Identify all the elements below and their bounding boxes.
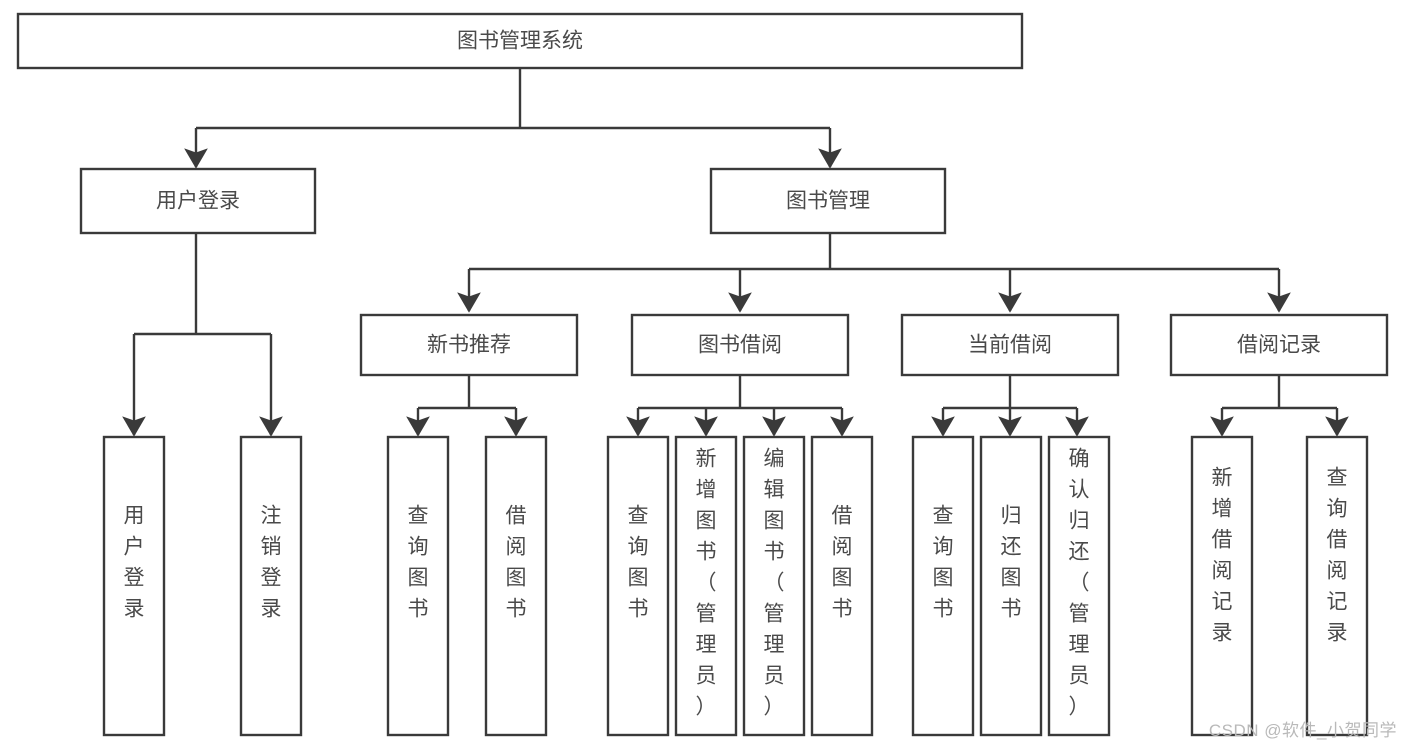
leaf-new-book-2-label: 借阅图书 [506,505,527,621]
leaf-new-book-1-label: 查询图书 [408,505,429,621]
leaf-new-book-1[interactable]: 查询图书 [386,435,450,737]
leaf-current-borrow-2-label: 归还图书 [1001,505,1022,621]
leaf-current-borrow-1[interactable]: 查询图书 [911,435,975,737]
leaf-user-login-2[interactable]: 注销登录 [239,435,303,737]
leaf-current-borrow-3-label: 确认归还（管理员） [1069,448,1090,719]
leaf-user-login-2-label: 注销登录 [261,505,282,621]
leaf-current-borrow-1-label: 查询图书 [933,505,954,621]
node-user-login-label: 用户登录 [156,190,240,213]
leaf-borrow-record-2[interactable]: 查询借阅记录 [1305,435,1369,737]
leaf-book-borrow-3[interactable]: 编辑图书（管理员） [742,435,806,737]
watermark: CSDN @软件_小贺同学 [1208,721,1397,740]
leaf-borrow-record-1-label: 新增借阅记录 [1212,467,1233,645]
node-book-manage-label: 图书管理 [786,190,870,213]
leaf-book-borrow-3-label: 编辑图书（管理员） [764,448,785,719]
leaf-user-login-1[interactable]: 用户登录 [102,435,166,737]
leaf-book-borrow-2-label: 新增图书（管理员） [696,448,717,719]
edge-layer [122,68,1349,437]
leaf-current-borrow-2[interactable]: 归还图书 [979,435,1043,737]
leaf-book-borrow-1[interactable]: 查询图书 [606,435,670,737]
node-current-borrow[interactable]: 当前借阅 [900,313,1120,377]
leaf-user-login-1-label: 用户登录 [124,505,145,621]
leaf-book-borrow-2[interactable]: 新增图书（管理员） [674,435,738,737]
node-borrow-record[interactable]: 借阅记录 [1169,313,1389,377]
node-new-book-recommend-label: 新书推荐 [427,334,511,357]
leaf-book-borrow-1-label: 查询图书 [628,505,649,621]
node-user-login[interactable]: 用户登录 [79,167,317,235]
node-root-label: 图书管理系统 [457,30,583,53]
leaf-book-borrow-4-label: 借阅图书 [832,505,853,621]
node-borrow-record-label: 借阅记录 [1237,334,1321,357]
node-new-book-recommend[interactable]: 新书推荐 [359,313,579,377]
leaf-current-borrow-3[interactable]: 确认归还（管理员） [1047,435,1111,737]
node-book-borrow[interactable]: 图书借阅 [630,313,850,377]
node-book-borrow-label: 图书借阅 [698,334,782,357]
node-book-manage[interactable]: 图书管理 [709,167,947,235]
leaf-borrow-record-2-label: 查询借阅记录 [1327,467,1348,645]
node-root[interactable]: 图书管理系统 [16,12,1024,70]
node-current-borrow-label: 当前借阅 [968,334,1052,357]
leaf-borrow-record-1[interactable]: 新增借阅记录 [1190,435,1254,737]
leaf-new-book-2[interactable]: 借阅图书 [484,435,548,737]
leaf-book-borrow-4[interactable]: 借阅图书 [810,435,874,737]
